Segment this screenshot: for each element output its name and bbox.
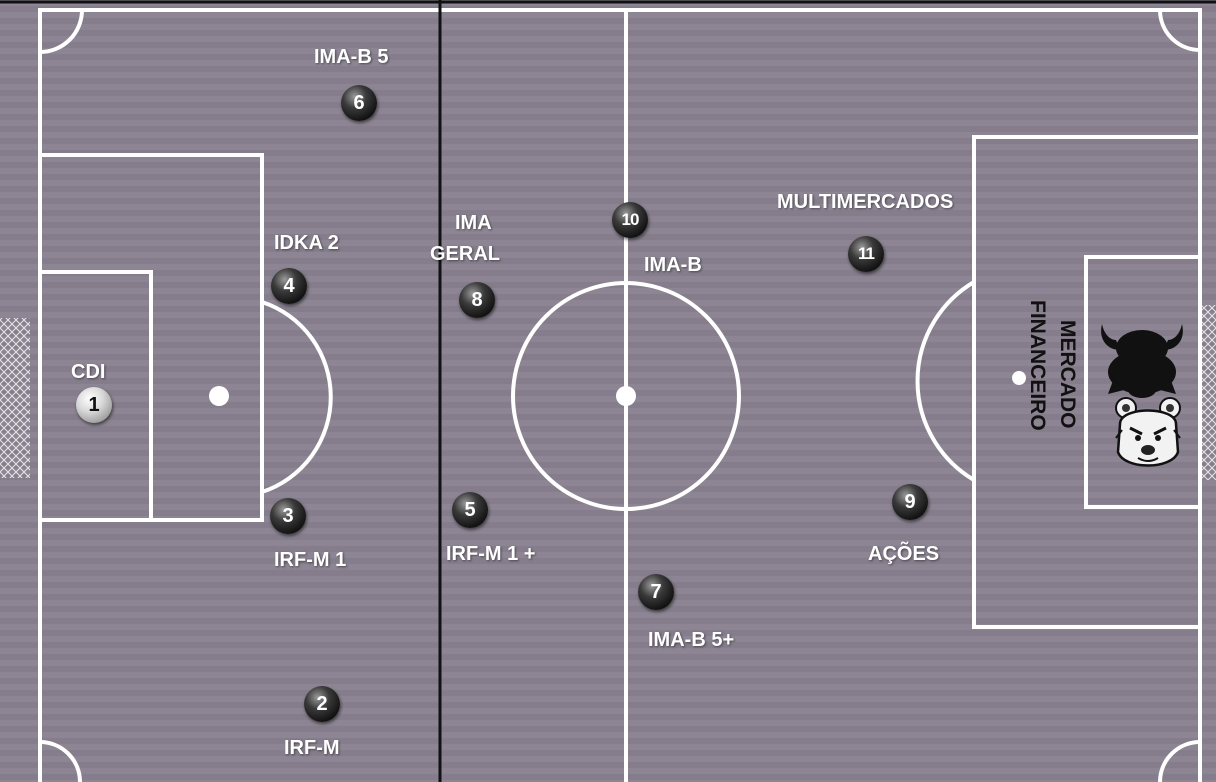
bear-icon (1112, 394, 1184, 474)
player-5-label: IRF-M 1 + (446, 542, 535, 566)
player-8-ball: 8 (459, 282, 495, 318)
center-spot (616, 386, 636, 406)
player-9-label: AÇÕES (868, 542, 939, 566)
player-11-ball: 11 (848, 236, 884, 272)
right-penalty-spot (1012, 371, 1026, 385)
player-2-label: IRF-M (284, 736, 340, 760)
player-1-ball: 1 (76, 387, 112, 423)
player-4-ball: 4 (271, 268, 307, 304)
player-4-label: IDKA 2 (274, 231, 339, 255)
left-penalty-spot (209, 386, 229, 406)
bull-icon (1094, 310, 1190, 402)
player-11-label: MULTIMERCADOS (777, 190, 953, 214)
player-10-label: IMA-B (644, 253, 702, 277)
opponent-label-line1: MERCADO (1055, 320, 1079, 429)
player-6-label: IMA-B 5 (314, 45, 388, 69)
player-2-ball: 2 (304, 686, 340, 722)
right-goal-net (1200, 305, 1216, 480)
player-9-ball: 9 (892, 484, 928, 520)
player-7-label: IMA-B 5+ (648, 628, 734, 652)
player-1-label: CDI (71, 360, 105, 384)
player-10-ball: 10 (612, 202, 648, 238)
player-6-ball: 6 (341, 85, 377, 121)
player-8-label-line2: GERAL (430, 242, 500, 266)
player-7-ball: 7 (638, 574, 674, 610)
player-3-label: IRF-M 1 (274, 548, 346, 572)
player-5-ball: 5 (452, 492, 488, 528)
player-3-ball: 3 (270, 498, 306, 534)
player-8-label-line1: IMA (455, 211, 492, 235)
opponent-label-line2: FINANCEIRO (1025, 300, 1049, 431)
left-goal-net (0, 318, 30, 478)
